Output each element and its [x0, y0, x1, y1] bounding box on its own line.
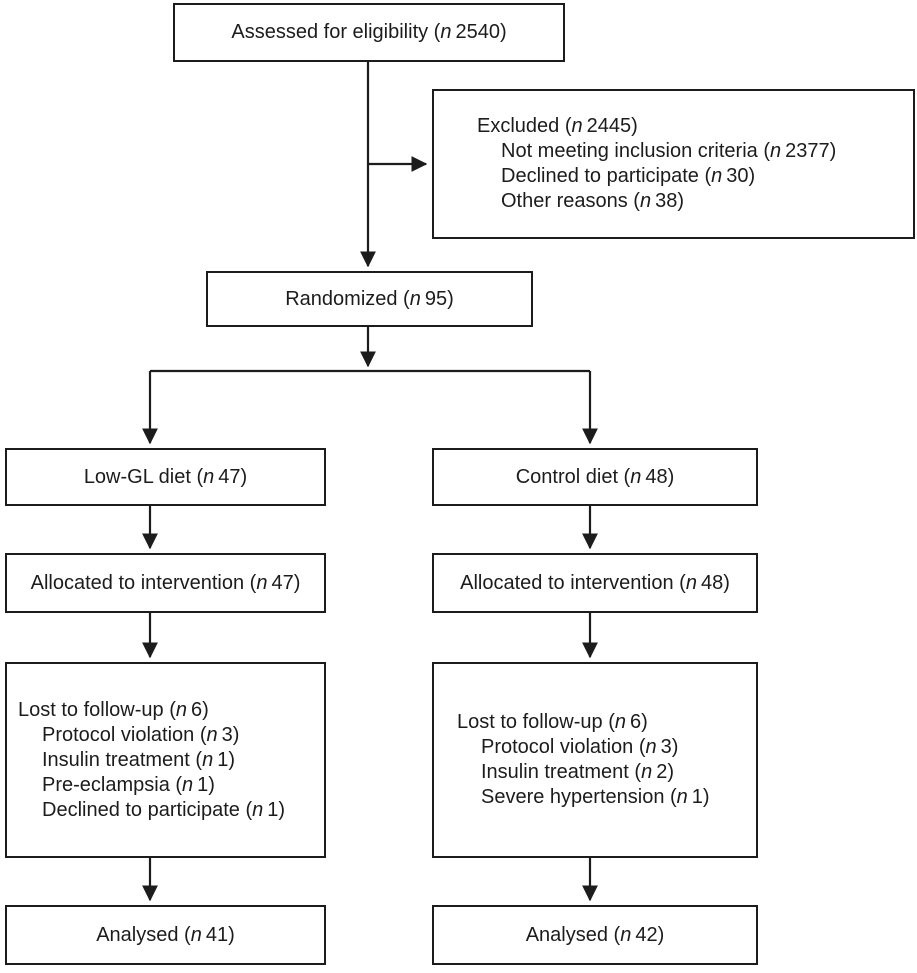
- randomized-label: Randomized (n 95): [285, 287, 454, 310]
- excluded-line: Declined to participate (n 30): [501, 165, 756, 187]
- lowgl-diet-box: Low-GL diet (n 47): [5, 448, 326, 506]
- lost-lowgl-line: Insulin treatment (n 1): [42, 748, 235, 771]
- assessed-box: Assessed for eligibility (n 2540): [173, 3, 565, 62]
- control-diet-box: Control diet (n 48): [432, 448, 758, 506]
- analysed-lowgl-box: Analysed (n 41): [5, 905, 326, 965]
- analysed-control-label: Analysed (n 42): [525, 923, 665, 946]
- analysed-lowgl-label: Analysed (n 41): [96, 923, 235, 946]
- lost-control-line: Severe hypertension (n 1): [481, 786, 710, 808]
- lost-control-line: Lost to follow-up (n 6): [457, 711, 648, 733]
- lost-lowgl-line: Declined to participate (n 1): [42, 798, 286, 821]
- analysed-control-box: Analysed (n 42): [432, 905, 758, 965]
- allocated-lowgl-box: Allocated to intervention (n 47): [5, 553, 326, 613]
- assessed-label: Assessed for eligibility (n 2540): [231, 21, 507, 43]
- excluded-line: Other reasons (n 38): [501, 190, 684, 212]
- lost-followup-control-box: Lost to follow-up (n 6) Protocol violati…: [432, 662, 758, 858]
- lost-lowgl-line: Protocol violation (n 3): [42, 723, 240, 746]
- allocated-control-label: Allocated to intervention (n 48): [460, 571, 730, 594]
- randomized-box: Randomized (n 95): [206, 271, 533, 327]
- lost-lowgl-line: Pre-eclampsia (n 1): [42, 773, 215, 796]
- excluded-line: Not meeting inclusion criteria (n 2377): [501, 140, 837, 162]
- lost-control-line: Protocol violation (n 3): [481, 736, 679, 758]
- lost-lowgl-line: Lost to follow-up (n 6): [18, 698, 209, 721]
- lost-control-line: Insulin treatment (n 2): [481, 761, 674, 783]
- allocated-control-box: Allocated to intervention (n 48): [432, 553, 758, 613]
- lost-followup-lowgl-box: Lost to follow-up (n 6) Protocol violati…: [5, 662, 326, 858]
- excluded-box: Excluded (n 2445) Not meeting inclusion …: [432, 89, 915, 239]
- allocated-lowgl-label: Allocated to intervention (n 47): [30, 571, 301, 594]
- lowgl-diet-label: Low-GL diet (n 47): [83, 465, 248, 488]
- excluded-line: Excluded (n 2445): [477, 115, 638, 137]
- control-diet-label: Control diet (n 48): [515, 465, 675, 488]
